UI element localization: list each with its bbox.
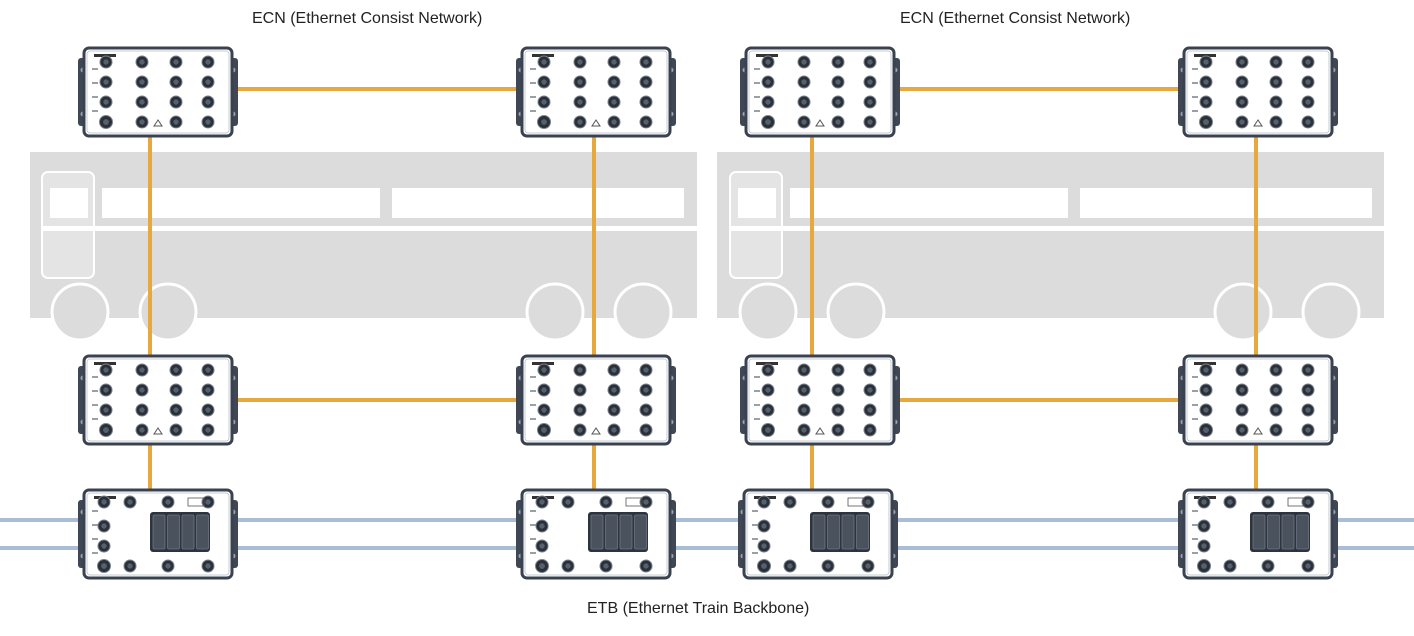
etb-router-icon-left-front xyxy=(78,488,238,580)
etb-router-icon-right-rear xyxy=(1178,488,1338,580)
etb-router-icon-right-front xyxy=(738,488,898,580)
ecn-label-right: ECN (Ethernet Consist Network) xyxy=(900,10,1131,27)
ecn-label-left: ECN (Ethernet Consist Network) xyxy=(252,10,483,27)
ecn-switch-icon-right-front-bottom xyxy=(740,354,900,446)
ecn-switch-icon-right-rear-top xyxy=(1178,46,1338,138)
train-car-right xyxy=(717,152,1384,342)
ecn-switch-icon-right-front-top xyxy=(740,46,900,138)
ecn-switch-icon-left-front-top xyxy=(78,46,238,138)
ecn-switch-icon-left-rear-bottom xyxy=(516,354,676,446)
devices xyxy=(78,46,1338,580)
etb-label: ETB (Ethernet Train Backbone) xyxy=(587,600,810,617)
ecn-switch-icon-left-rear-top xyxy=(516,46,676,138)
ecn-switch-icon-left-front-bottom xyxy=(78,354,238,446)
ecn-switch-icon-right-rear-bottom xyxy=(1178,354,1338,446)
train-car-left xyxy=(30,152,697,342)
etb-router-icon-left-rear xyxy=(516,488,676,580)
ecn-links xyxy=(148,87,1258,492)
